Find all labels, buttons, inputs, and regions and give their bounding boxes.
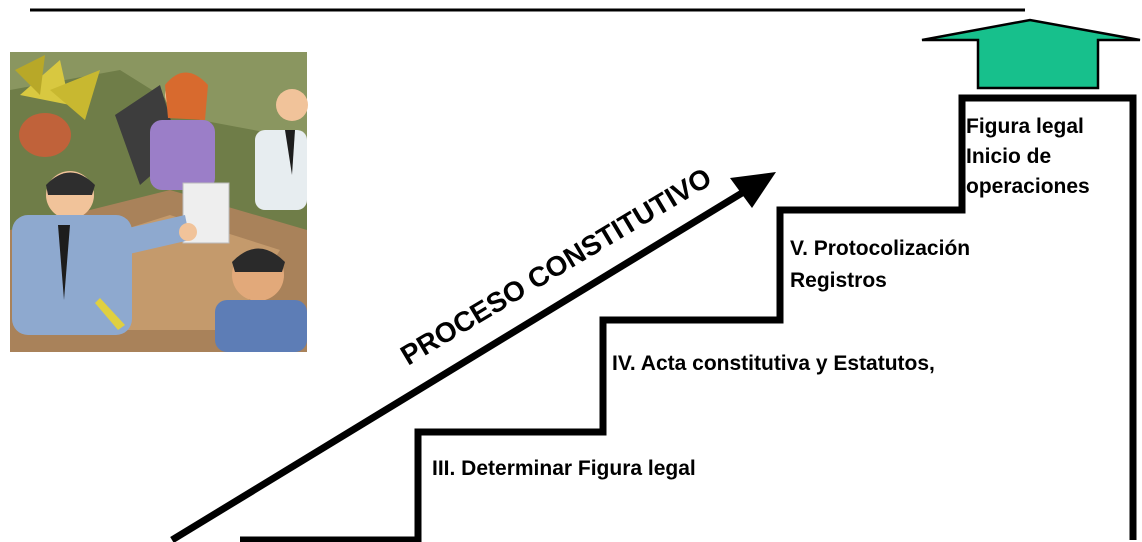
business-meeting-clipart (10, 52, 308, 352)
step-top-label-line3: operaciones (966, 175, 1090, 198)
step-top-label-line2: Inicio de (966, 145, 1051, 168)
step-3-label: III. Determinar Figura legal (432, 457, 696, 480)
step-4-label: IV. Acta constitutiva y Estatutos, (612, 352, 935, 375)
up-arrow-icon (921, 18, 1141, 90)
step-top-label-line1: Figura legal (966, 115, 1084, 138)
arrow-label: PROCESO CONSTITUTIVO (395, 162, 717, 372)
process-arrow (170, 172, 776, 542)
step-5-label-line2: Registros (790, 269, 887, 292)
step-5-label-line1: V. Protocolización (790, 237, 970, 260)
staircase-outline (240, 94, 1137, 542)
